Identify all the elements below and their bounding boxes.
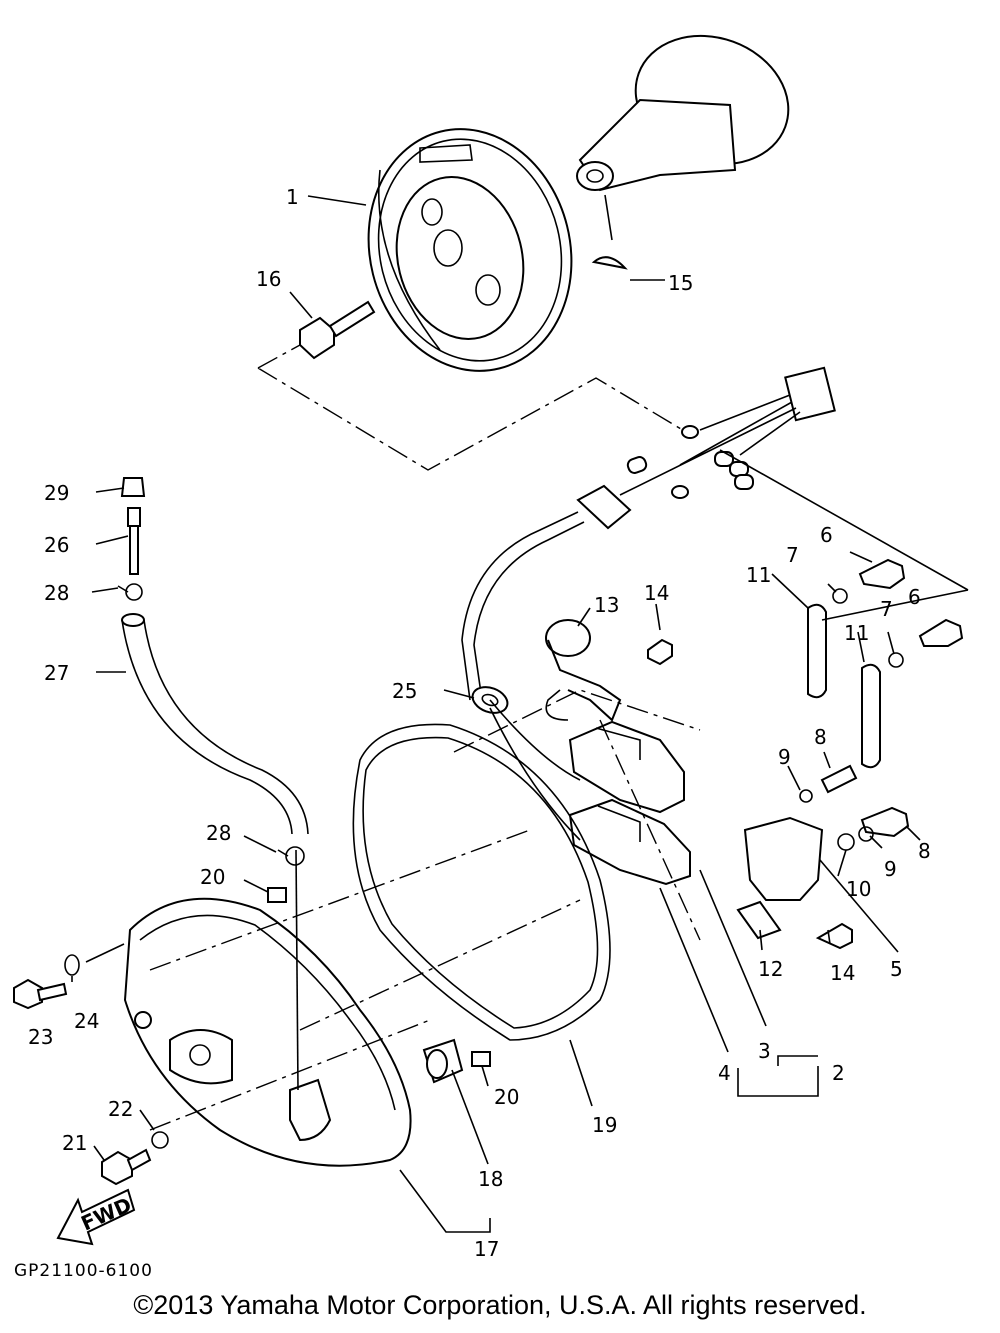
cap-29[interactable] [120,477,146,497]
lead-wire-11-b[interactable] [861,663,881,769]
screw-14-bottom[interactable] [815,922,853,950]
woodruff-key[interactable] [591,256,628,270]
screw-8-b[interactable] [860,806,910,838]
washer-22[interactable] [151,1131,169,1149]
screw-14-top[interactable] [647,638,673,666]
callout-3: 3 [758,1039,771,1063]
leader-lines [71,195,969,1233]
callout-7-b: 7 [880,597,893,621]
callout-22: 22 [108,1097,133,1121]
circlip-7-a[interactable] [832,588,848,604]
washer-10[interactable] [837,833,855,851]
callout-4: 4 [718,1061,731,1085]
breather-fitting-26[interactable] [127,507,141,575]
pickup-coil[interactable] [545,619,622,722]
fwd-label: FWD [77,1192,135,1235]
callout-21: 21 [62,1131,87,1155]
forward-arrow-icon: FWD [56,1188,136,1246]
circlip-7-b[interactable] [888,652,904,668]
crankshaft-cone [576,34,790,241]
callout-20-top: 20 [200,865,225,889]
washer-24[interactable] [64,954,80,976]
hose-clamp-28-bottom[interactable] [277,846,305,866]
callout-labels: 1 15 16 29 26 28 27 25 13 14 6 7 11 6 7 … [14,185,931,1281]
bolt-20-top[interactable] [267,887,287,903]
flywheel-rotor[interactable] [343,107,596,392]
callout-8-b: 8 [918,839,931,863]
screw-6-a[interactable] [858,558,906,590]
callout-15: 15 [668,271,693,295]
bolt-21[interactable] [101,1148,152,1186]
callout-26: 26 [44,533,69,557]
callout-11-b: 11 [844,621,869,645]
breather-hose[interactable] [121,613,309,835]
callout-14-top: 14 [644,581,669,605]
callout-28-bottom: 28 [206,821,231,845]
callout-19: 19 [592,1113,617,1137]
rotor-bolt[interactable] [299,300,376,360]
callout-6-a: 6 [820,523,833,547]
callout-20-bottom: 20 [494,1085,519,1109]
bolt-23[interactable] [13,978,68,1010]
bracket[interactable] [736,816,824,940]
callout-24: 24 [74,1009,99,1033]
screw-8-a[interactable] [820,764,858,794]
callout-9-b: 9 [884,857,897,881]
callout-5: 5 [890,957,903,981]
callout-10: 10 [846,877,871,901]
callout-16: 16 [256,267,281,291]
callout-14-bottom: 14 [830,961,855,985]
callout-7-a: 7 [786,543,799,567]
gasket[interactable] [352,723,611,1041]
washer-9-b[interactable] [858,826,874,842]
callout-18: 18 [478,1167,503,1191]
callout-11-a: 11 [746,563,771,587]
callout-8-a: 8 [814,725,827,749]
callout-1: 1 [286,185,299,209]
callout-23: 23 [28,1025,53,1049]
callout-12: 12 [758,957,783,981]
washer-9-a[interactable] [799,789,813,803]
callout-28-top: 28 [44,581,69,605]
callout-13: 13 [594,593,619,617]
callout-6-b: 6 [908,585,921,609]
diagram-code: GP21100-6100 [14,1261,153,1281]
stator-coil-upper[interactable] [568,720,685,814]
hose-clamp-28-top[interactable] [117,583,143,601]
copyright-notice: ©2013 Yamaha Motor Corporation, U.S.A. A… [133,1290,867,1320]
dowel-18[interactable] [422,1038,464,1084]
callout-25: 25 [392,679,417,703]
bolt-20-bottom[interactable] [471,1051,491,1067]
stator-harness[interactable] [461,366,836,701]
callout-17: 17 [474,1237,499,1261]
stator-coil-lower[interactable] [568,798,691,886]
lead-wire-11-a[interactable] [807,603,827,699]
callout-2: 2 [832,1061,845,1085]
callout-9-a: 9 [778,745,791,769]
screw-6-b[interactable] [918,618,964,647]
callout-27: 27 [44,661,69,685]
crankcase-cover[interactable] [123,849,412,1167]
callout-29: 29 [44,481,69,505]
